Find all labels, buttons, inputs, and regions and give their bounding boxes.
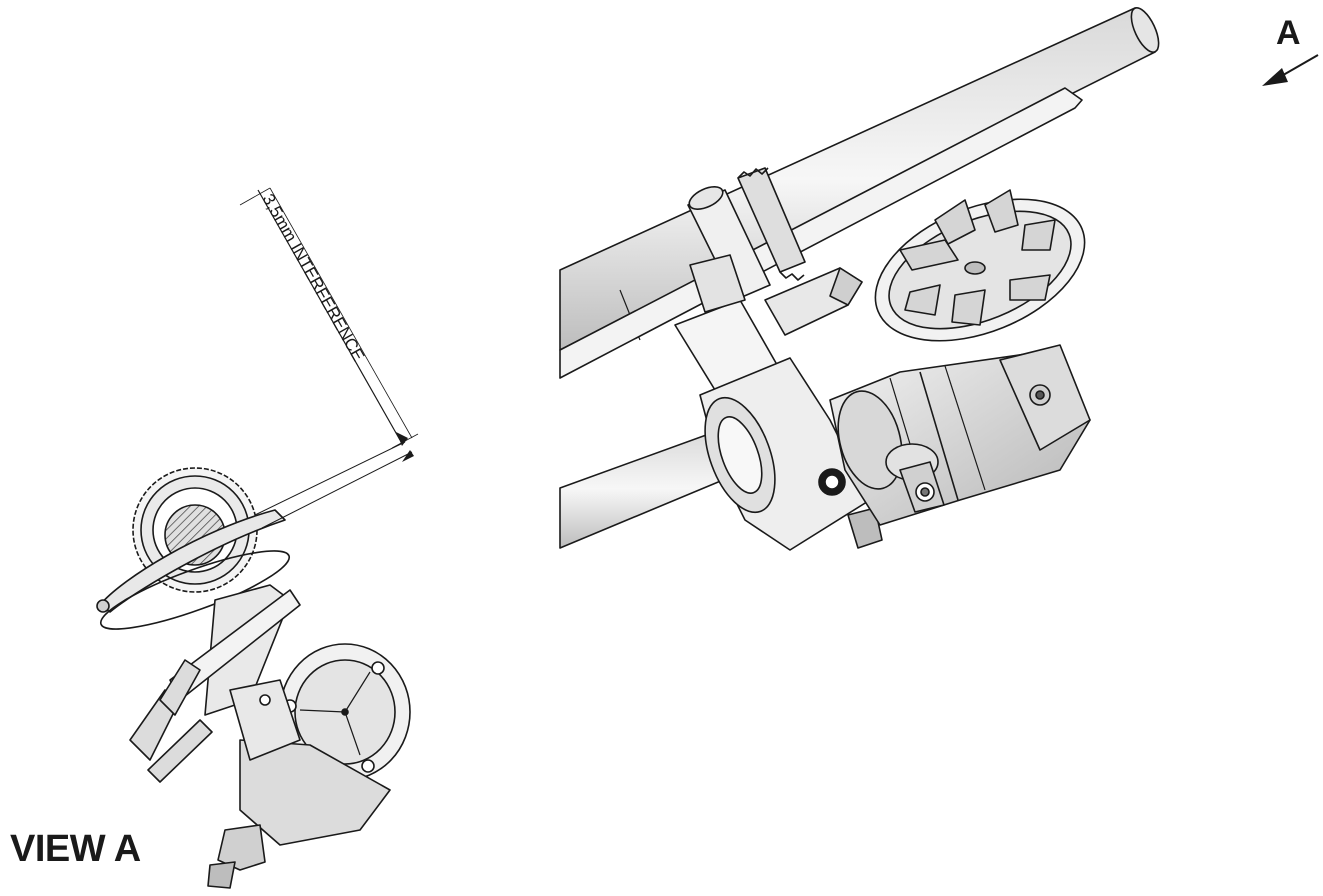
main-assembly bbox=[559, 7, 1160, 551]
dimension-label: 3,5mm INTERFERENCE bbox=[259, 191, 369, 365]
view-arrow-label: A bbox=[1276, 14, 1301, 52]
view-title: VIEW A bbox=[10, 828, 141, 870]
lower-housing bbox=[239, 739, 391, 846]
valve-body bbox=[829, 344, 1091, 526]
gear-collar bbox=[687, 167, 806, 301]
interference-dimension bbox=[239, 187, 419, 529]
view-arrow bbox=[1262, 54, 1319, 86]
upper-shaft bbox=[559, 7, 1156, 351]
rotor-disc bbox=[874, 189, 1086, 342]
view-a-detail bbox=[96, 467, 411, 889]
thin-rod bbox=[559, 87, 1083, 379]
side-vanes bbox=[129, 659, 213, 783]
fitting-stem bbox=[217, 824, 266, 871]
clamp-block bbox=[699, 357, 883, 551]
